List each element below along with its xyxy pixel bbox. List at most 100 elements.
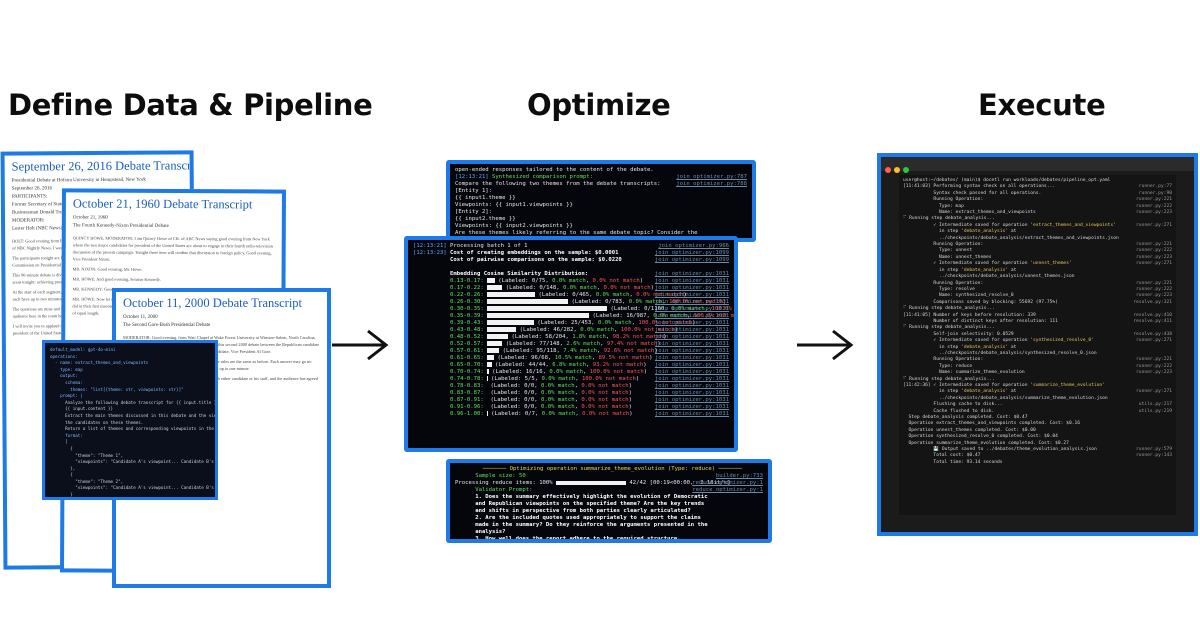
labeled-count: (Labeled: 5/5,	[487, 376, 542, 382]
source-link: join_optimizer.py:1031	[654, 341, 729, 347]
not-match-percent: 100.0% not match	[669, 299, 724, 305]
labeled-count: (Labeled: 95/118,	[499, 348, 564, 354]
source-link: runner.py:77	[1138, 184, 1172, 190]
match-percent: 0.0% match	[540, 404, 575, 410]
distribution-row: 0.48-0.52: (Labeled: 58/204, 1.8% match,…	[413, 334, 729, 340]
distribution-bar	[487, 411, 488, 416]
not-match-percent: 100.0% not match	[589, 369, 644, 375]
labeled-count: (Labeled: 0/0,	[487, 404, 541, 410]
terminal-line: Operation summarize_theme_evolution comp…	[903, 440, 1069, 446]
highlighted-name: debate_analysis	[963, 344, 1006, 350]
source-link: runner.py:221	[1136, 242, 1172, 248]
highlighted-name: debate_analysis	[963, 267, 1006, 273]
terminal-text: Viewpoints: {{ input2.viewpoints }}	[455, 223, 573, 229]
source-link: join_optimizer.py:1099	[654, 250, 729, 256]
optimizer-terminal-reduce-validator: ─────── Optimizing operation summarize_t…	[446, 459, 772, 543]
terminal-line: Flushing cache to disk...utils.py:217	[903, 402, 1172, 408]
match-percent: 0.0% match	[563, 285, 597, 291]
distribution-bar	[487, 292, 536, 297]
validator-heading: Validator Prompt:reduce_optimizer.py:1	[455, 487, 763, 494]
terminal-text: Compare the following two themes from th…	[455, 181, 661, 187]
timestamp: [12:13:23]	[413, 250, 451, 256]
source-link: join_optimizer.py:1031	[654, 299, 729, 305]
code-line: {	[50, 445, 73, 451]
source-link: resolve.py:438	[1133, 331, 1172, 337]
distribution-range: 0.22-0.26:	[413, 292, 488, 298]
match-percent: 0.0% match	[541, 411, 576, 417]
match-percent: 1.8% match	[572, 334, 606, 340]
labeled-count: (Labeled: 0/0,	[487, 383, 541, 389]
highlighted-name: debate_analysis	[963, 229, 1006, 235]
execute-terminal-output: user@host:~/debates/ (main)$ docetl run …	[899, 175, 1176, 515]
not-match-percent: 0.0% not match	[636, 292, 684, 298]
execute-terminal-window: user@host:~/debates/ (main)$ docetl run …	[877, 153, 1198, 536]
right-arrow-icon	[797, 329, 854, 361]
not-match-percent: 0.0% not match	[581, 390, 629, 396]
match-percent: 0.0% match	[597, 320, 632, 326]
minimize-window-icon[interactable]	[894, 167, 900, 173]
source-link: join_optimizer.py:788	[676, 181, 747, 187]
highlighted-name: synthesized_resolve_0	[1033, 338, 1092, 344]
code-line: output:	[50, 373, 78, 379]
code-line: "viewpoints": "Candidate A's viewpoint..…	[75, 485, 214, 491]
code-line: "viewpoints": "Candidate A's viewpoint..…	[75, 459, 214, 465]
terminal-line: Viewpoints: {{ input2.viewpoints }}	[455, 223, 747, 230]
distribution-row: 0.22-0.26: (Labeled: 0/465, 0.0% match, …	[413, 292, 729, 298]
terminal-line: [Entity 1]:	[455, 188, 747, 195]
not-match-percent: 100.0% not match	[693, 313, 738, 319]
source-link: join_optimizer.py:1031	[654, 292, 729, 298]
source-link: runner.py:221	[1136, 197, 1172, 203]
source-link: runner.py:223	[1136, 210, 1172, 216]
document-title: October 11, 2000 Debate Transcript	[123, 296, 303, 310]
source-link: join_optimizer.py:1031	[654, 271, 729, 277]
terminal-line: [11:41:03] Performing syntax check on al…	[903, 184, 1172, 190]
distribution-row: 0.61-0.65: (Labeled: 96/68, 10.5% match,…	[413, 355, 729, 361]
distribution-range: 0.17-0.22:	[413, 285, 488, 291]
terminal-text: open-ended responses tailored to the con…	[455, 167, 654, 173]
source-link: join_optimizer.py:1031	[654, 285, 729, 291]
distribution-bar	[487, 369, 489, 374]
window-title-bar	[881, 157, 1194, 173]
terminal-line: open-ended responses tailored to the con…	[455, 167, 747, 174]
document-meta-line: The Fourth Kennedy-Nixon Presidential De…	[72, 223, 169, 229]
terminal-line: ⠋ Running step debate_analysis...	[903, 216, 995, 222]
distribution-bar	[487, 355, 495, 360]
source-link: runner.py:221	[1136, 280, 1172, 286]
terminal-text: Synthesized comparison prompt:	[492, 174, 594, 180]
distribution-row: 0.39-0.43: (Labeled: 25/453, 0.0% match,…	[413, 320, 729, 326]
labeled-count: (Labeled: 0/0,	[487, 390, 541, 396]
match-percent: 6.8% match	[552, 362, 586, 368]
terminal-line: ⠋ Running step debate_analysis...	[903, 325, 995, 331]
code-line: operations:	[50, 353, 78, 359]
blank-line	[413, 264, 729, 271]
highlighted-name: unnest_themes	[1033, 261, 1069, 267]
not-match-percent: 98.2% not match	[612, 334, 664, 340]
distribution-row: 0.13-0.17: (Labeled: 0/75, 0.0% match, 0…	[413, 278, 729, 284]
terminal-text: {{ input1.theme }}	[455, 195, 516, 201]
distribution-bar	[487, 306, 608, 311]
not-match-percent: 97.4% not match	[606, 341, 658, 347]
match-percent: 0.0% match	[540, 397, 575, 403]
source-link: join_optimizer.py:1031	[654, 397, 729, 403]
distribution-bar	[487, 362, 492, 367]
source-link: join_optimizer.py:1031	[654, 376, 729, 382]
terminal-line: Cache flushed to disk.utils.py:219	[903, 408, 1172, 414]
close-window-icon[interactable]	[885, 167, 891, 173]
not-match-percent: 100.0% not match	[581, 376, 636, 382]
distribution-row: 0.91-0.96: (Labeled: 0/0, 0.0% match, 0.…	[413, 404, 729, 410]
distribution-range: 0.74-0.78:	[413, 376, 488, 382]
terminal-line: Number of distinct keys after resolution…	[903, 318, 1172, 324]
code-line: default_model: gpt-4o-mini	[50, 347, 116, 352]
distribution-bar	[487, 327, 517, 332]
distribution-bar	[487, 348, 500, 353]
terminal-text: [Entity 2]:	[455, 209, 493, 215]
source-link: resolve.py:410	[1133, 312, 1172, 318]
timestamp: [12:13:21]	[455, 174, 493, 180]
source-link: join_optimizer.py:1031	[654, 327, 729, 333]
source-link: utils.py:219	[1138, 408, 1172, 414]
maximize-window-icon[interactable]	[903, 167, 909, 173]
validator-line: 2. Are the included quotes used appropri…	[455, 515, 701, 521]
